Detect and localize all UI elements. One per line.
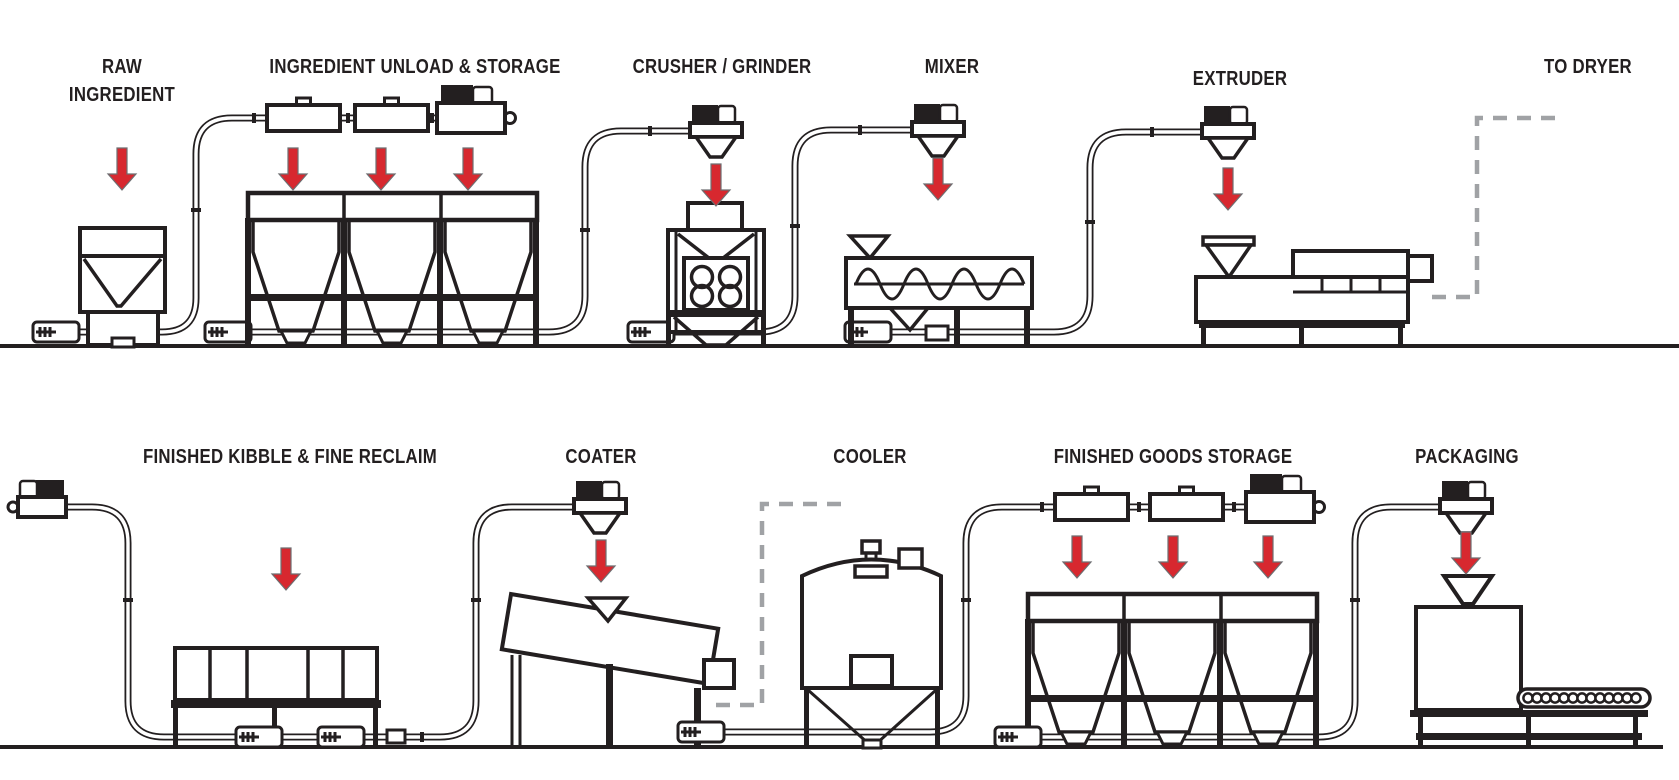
label-crusher-grinder: CRUSHER / GRINDER (632, 56, 812, 78)
label-finished-goods: FINISHED GOODS STORAGE (1053, 446, 1293, 468)
inline-valve-reclaim (385, 728, 407, 745)
ground-line-top (0, 344, 1679, 348)
blower-pump-storage (203, 320, 253, 344)
coater-to-cooler-dashed-path (716, 501, 850, 708)
label-to-dryer: TO DRYER (1544, 56, 1632, 78)
flow-arrow-finished-1 (1062, 535, 1092, 579)
label-packaging: PACKAGING (1415, 446, 1519, 468)
reclaim-bin (171, 646, 381, 748)
filter-receiver-storage (435, 83, 518, 135)
flow-arrow-extruder (1213, 167, 1243, 211)
ground-line-bottom (0, 745, 1663, 749)
flow-arrow-silo-3 (453, 147, 483, 191)
blower-pump-cooler (676, 720, 726, 744)
filter-receiver-finished-goods (1244, 472, 1327, 524)
filter-receiver-mixer (910, 102, 966, 158)
blower-pump-reclaim-1 (234, 725, 284, 749)
roller-conveyor (1516, 687, 1652, 709)
diverter-valve-4 (1148, 485, 1225, 522)
flow-arrow-crusher (701, 163, 731, 207)
label-ingredient-unload: INGREDIENT UNLOAD & STORAGE (269, 56, 561, 78)
pneumatic-tubes (56, 113, 1462, 742)
label-cooler: COOLER (833, 446, 907, 468)
raw-ingredient-hopper (78, 226, 167, 349)
blower-pump-finished-goods (993, 725, 1043, 749)
filter-receiver-coater (572, 479, 628, 535)
flow-arrow-raw (107, 147, 137, 191)
filter-receiver-packaging (1438, 479, 1494, 535)
flow-arrow-coater (586, 539, 616, 583)
filter-receiver-kibble-return (6, 478, 68, 519)
bagger-machine (1410, 574, 1652, 748)
blower-pump-reclaim-2 (316, 725, 366, 749)
flow-arrow-packaging (1451, 531, 1481, 575)
cooler-tank (800, 539, 943, 750)
label-finished-kibble: FINISHED KIBBLE & FINE RECLAIM (142, 446, 438, 468)
label-coater: COATER (565, 446, 637, 468)
label-mixer: MIXER (924, 56, 980, 78)
extruder-machine (1194, 235, 1434, 347)
diverter-valve-3 (1053, 485, 1130, 522)
filter-receiver-extruder (1200, 104, 1256, 160)
label-extruder: EXTRUDER (1192, 68, 1288, 90)
label-raw-ingredient-line2: INGREDIENT (68, 84, 176, 106)
finished-goods-silos (1025, 594, 1319, 748)
crusher-grinder-machine (666, 201, 766, 347)
flow-arrow-finished-2 (1158, 535, 1188, 579)
blower-pump-raw (31, 320, 81, 344)
ingredient-storage-silos (245, 193, 539, 347)
flow-arrow-mixer (923, 157, 953, 201)
flow-arrow-reclaim (271, 547, 301, 591)
flow-arrow-silo-2 (366, 147, 396, 191)
to-dryer-dashed-path (1432, 115, 1562, 300)
diverter-valve-1 (265, 96, 342, 133)
flow-arrow-finished-3 (1253, 535, 1283, 579)
inline-valve-mixer (924, 324, 950, 342)
label-raw-ingredient-line1: RAW (102, 56, 142, 78)
coater-machine (499, 591, 736, 748)
flow-arrow-silo-1 (278, 147, 308, 191)
filter-receiver-crusher (688, 103, 744, 159)
tube-couplers (123, 113, 1360, 742)
diverter-valve-2 (353, 96, 430, 133)
mixer-machine (844, 234, 1034, 347)
